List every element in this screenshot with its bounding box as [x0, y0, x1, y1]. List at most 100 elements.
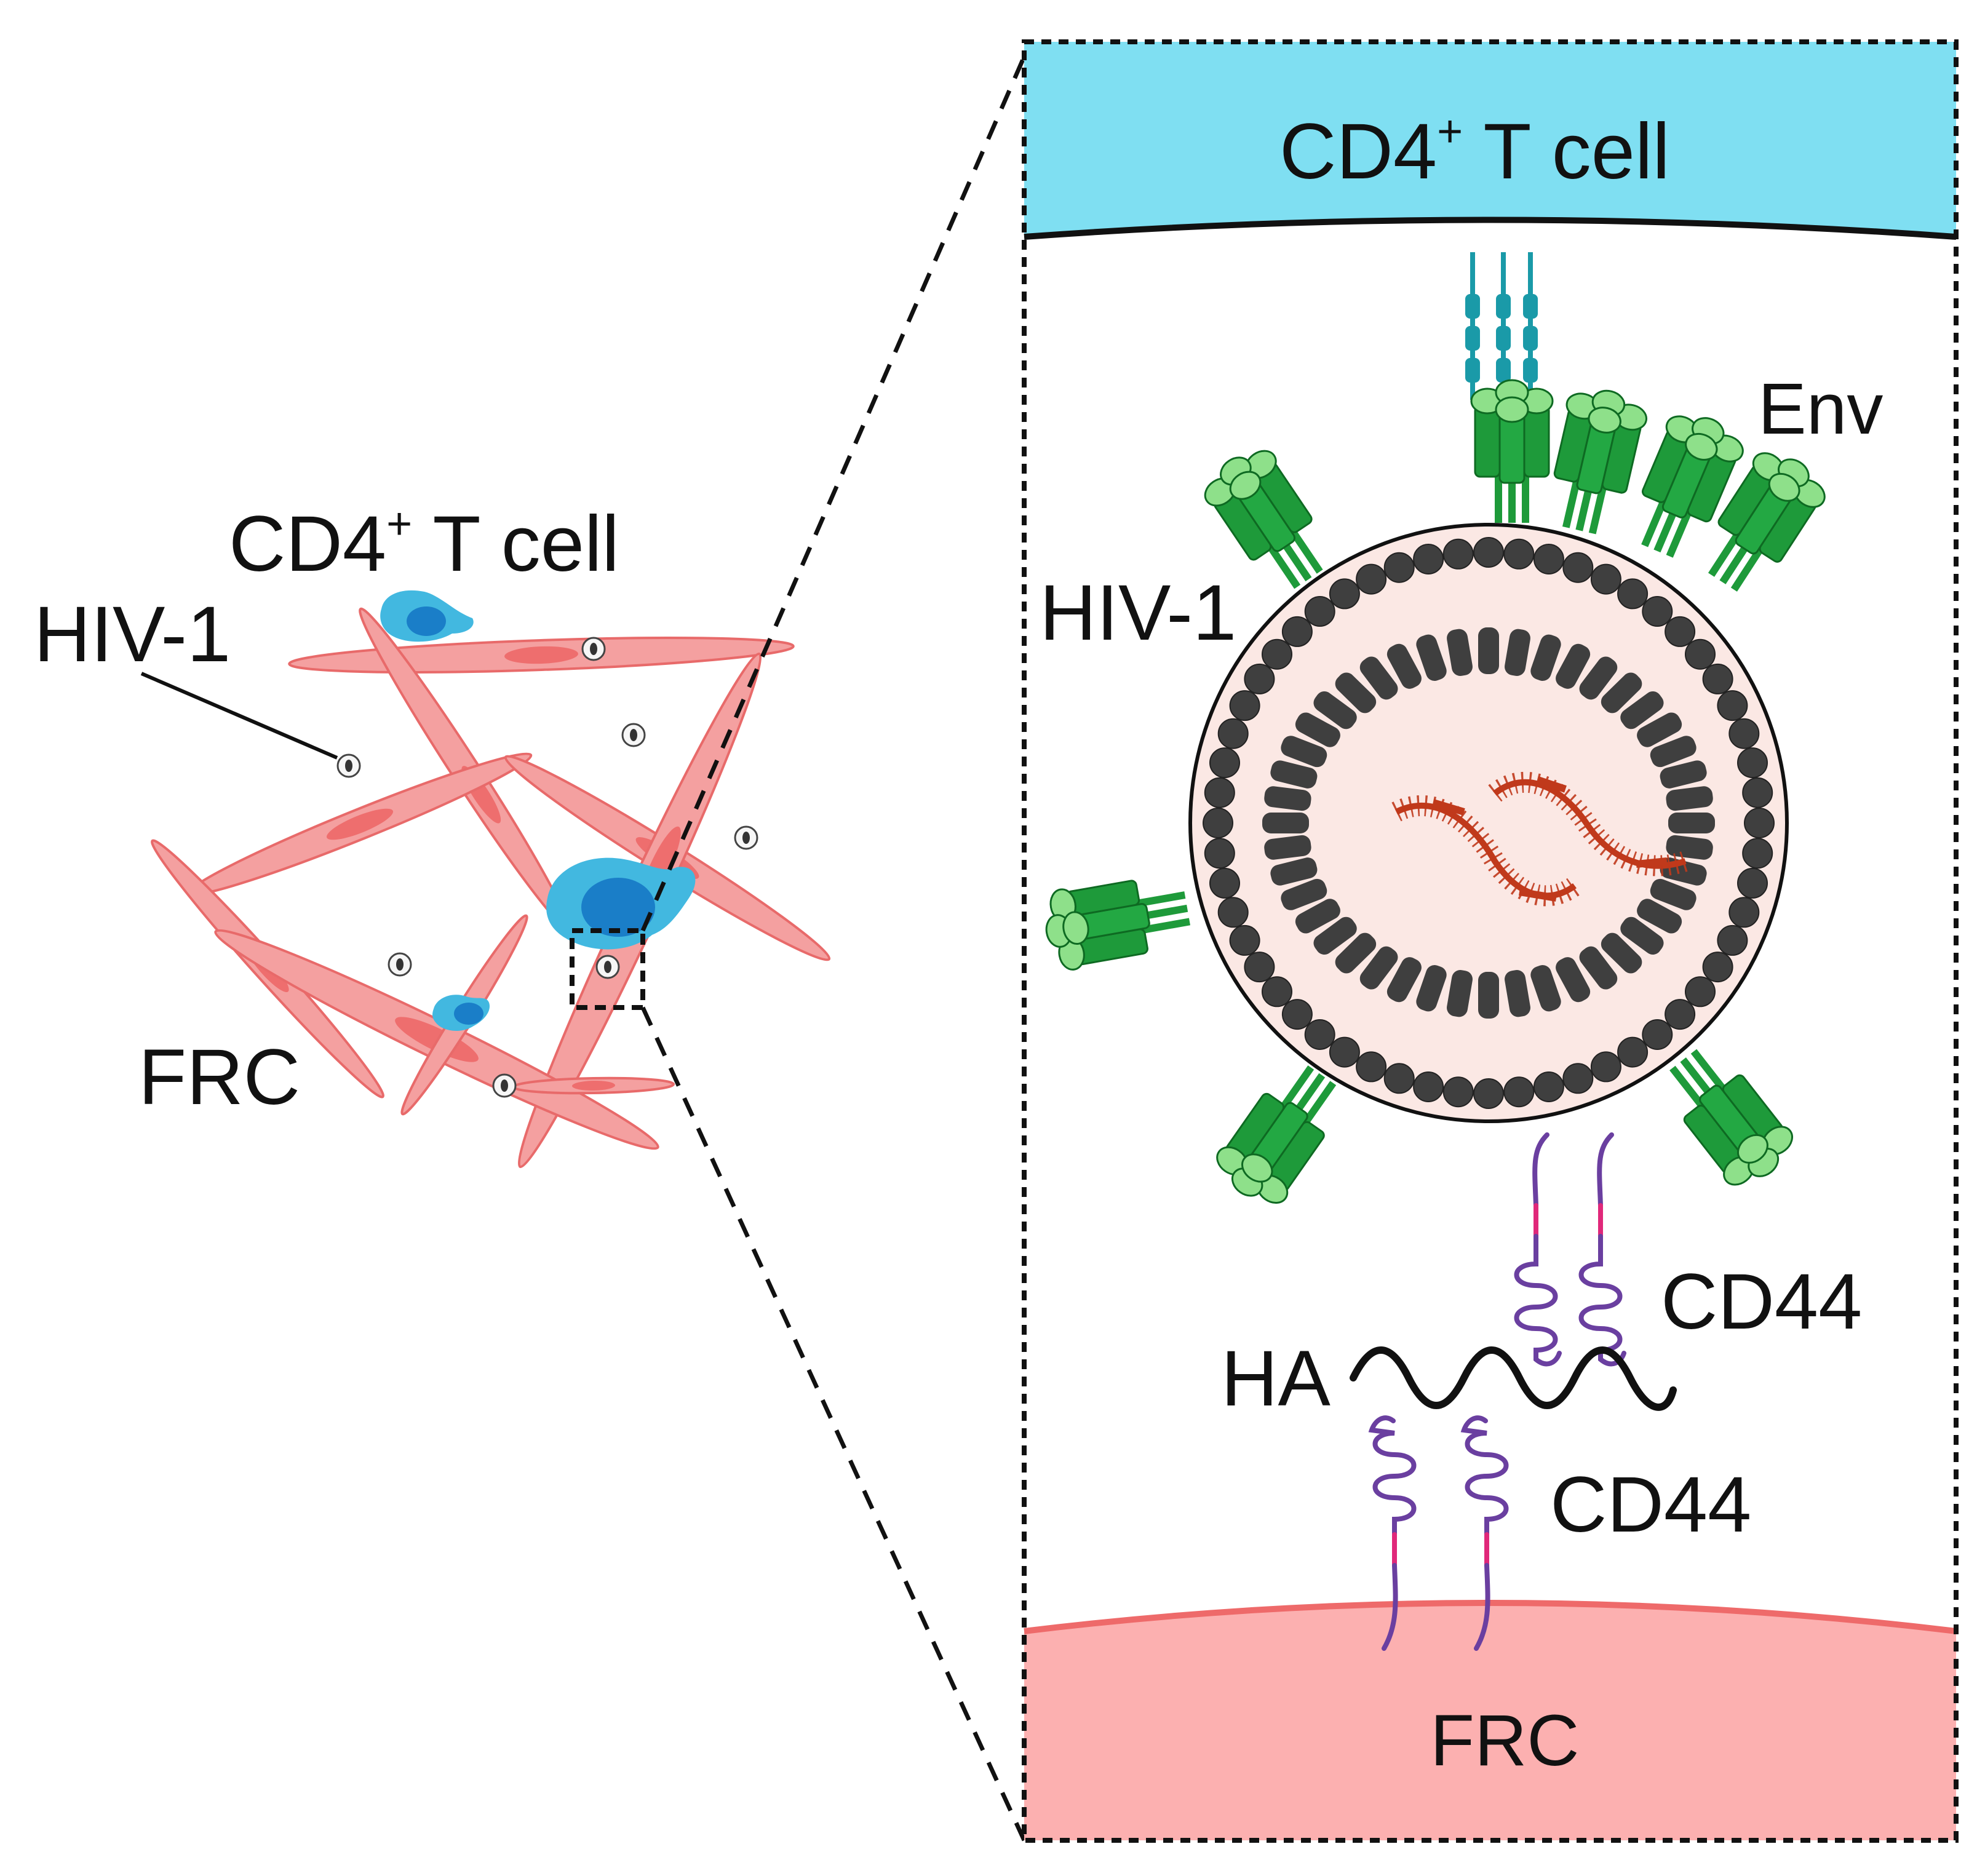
env-trimer	[1471, 380, 1553, 523]
env-trimer	[1540, 382, 1651, 539]
capsid-protein	[1637, 899, 1682, 934]
matrix-protein	[1383, 552, 1415, 583]
viral-rna	[1391, 771, 1689, 907]
cd44-ectodomain	[1368, 1415, 1417, 1537]
matrix-protein	[1262, 638, 1292, 670]
cd4-receptor-domain	[1465, 294, 1480, 319]
capsid-protein	[1530, 634, 1561, 681]
cd4-t-cell-small-top	[380, 590, 474, 642]
cd4-t-cell-large	[546, 857, 696, 950]
cd44-upper-label: CD44	[1661, 1258, 1862, 1346]
matrix-protein	[1442, 1076, 1474, 1108]
matrix-protein	[1744, 808, 1775, 838]
left-panel: CD4+ T cell HIV-1 FRC	[34, 499, 831, 1169]
hiv-core	[604, 961, 611, 973]
matrix-protein	[1413, 544, 1444, 574]
capsid-protein	[1650, 878, 1697, 910]
right-cd4-t-cell-label: CD4+ T cell	[1279, 107, 1670, 196]
matrix-protein	[1617, 578, 1649, 610]
cell-nucleus	[581, 878, 655, 937]
hyaluronan-chain	[1350, 1346, 1677, 1411]
left-cd4-t-cell-label: CD4+ T cell	[229, 499, 619, 588]
capsid-protein	[1386, 957, 1422, 1003]
matrix-protein	[1217, 718, 1249, 749]
frc-cell-band	[1024, 1603, 1956, 1840]
fibroblast-nucleus	[572, 1080, 615, 1091]
matrix-protein	[1383, 1063, 1415, 1094]
zoom-line-top	[640, 55, 1027, 932]
cd44-ectodomain	[1578, 1234, 1626, 1367]
capsid-protein	[1478, 627, 1499, 674]
capsid-protein	[1505, 970, 1530, 1017]
cd44-ectodomain	[1514, 1234, 1562, 1367]
right-panel: CD4+ T cell Env HIV-1 CD44 HA CD44 FRC	[1022, 39, 1959, 1843]
cd44-lower-label: CD44	[1550, 1461, 1751, 1549]
env-label: Env	[1758, 368, 1883, 450]
matrix-protein	[1329, 578, 1360, 610]
rna-marker	[1636, 857, 1668, 868]
matrix-protein	[1329, 1036, 1360, 1068]
capsid-protein	[1666, 835, 1713, 860]
matrix-protein	[1642, 596, 1673, 627]
capsid-protein	[1601, 672, 1642, 713]
capsid-protein	[1264, 835, 1311, 860]
matrix-protein	[1356, 563, 1387, 595]
matrix-protein	[1702, 663, 1733, 694]
capsid-protein	[1281, 736, 1327, 768]
left-frc-label: FRC	[138, 1033, 300, 1121]
capsid-protein	[1295, 899, 1340, 934]
matrix-protein	[1304, 1019, 1335, 1050]
matrix-protein	[1590, 563, 1621, 595]
matrix-protein	[1737, 867, 1768, 899]
cd4-t-cell-small-bottom	[432, 995, 490, 1031]
cd44-upper	[1514, 1132, 1626, 1367]
matrix-protein	[1204, 777, 1235, 808]
matrix-protein	[1617, 1036, 1649, 1068]
matrix-protein	[1356, 1051, 1387, 1083]
rna-marker	[1432, 799, 1465, 816]
capsid-protein	[1313, 916, 1357, 955]
left-hiv-label: HIV-1	[34, 590, 231, 678]
hiv-core	[345, 760, 352, 772]
capsid-protein	[1668, 813, 1715, 833]
right-hiv-label: HIV-1	[1040, 569, 1236, 657]
capsid-protein	[1335, 932, 1377, 974]
cd4-receptor-domain	[1523, 326, 1538, 351]
capsid-protein	[1650, 736, 1697, 768]
capsid-protein	[1270, 760, 1318, 789]
matrix-protein	[1685, 638, 1716, 670]
cell-nucleus	[454, 1003, 483, 1025]
hiv-particles	[336, 637, 758, 1098]
cd44-cytoplasmic-tail	[1474, 1563, 1490, 1651]
cd4-receptor-domain	[1523, 358, 1538, 383]
rna-marker	[1519, 888, 1557, 902]
capsid-protein	[1637, 712, 1682, 747]
matrix-protein	[1717, 924, 1748, 956]
capsid-protein	[1666, 786, 1713, 811]
capsid-protein	[1359, 656, 1398, 700]
capsid-ring	[1262, 627, 1715, 1019]
matrix-protein	[1503, 538, 1535, 570]
cd44-cytoplasmic-tail	[1532, 1132, 1549, 1208]
matrix-protein	[1665, 999, 1696, 1030]
matrix-protein	[1262, 976, 1292, 1008]
cd44-cytoplasmic-tail	[1597, 1132, 1614, 1208]
capsid-protein	[1335, 672, 1377, 713]
capsid-protein	[1620, 916, 1664, 955]
capsid-protein	[1416, 965, 1447, 1012]
cd4-cell-membrane	[1024, 217, 1957, 240]
matrix-protein	[1503, 1076, 1535, 1108]
ha-label: HA	[1221, 1335, 1331, 1423]
cd44-lower	[1368, 1415, 1509, 1651]
matrix-protein	[1281, 616, 1313, 647]
hiv-core	[590, 643, 597, 655]
matrix-protein	[1728, 897, 1760, 928]
matrix-protein	[1413, 1071, 1444, 1102]
capsid-protein	[1270, 857, 1318, 886]
capsid-protein	[1447, 970, 1473, 1017]
matrix-protein	[1742, 838, 1773, 869]
matrix-protein	[1717, 690, 1748, 721]
matrix-protein	[1642, 1019, 1673, 1050]
env-trimer	[1040, 868, 1194, 973]
